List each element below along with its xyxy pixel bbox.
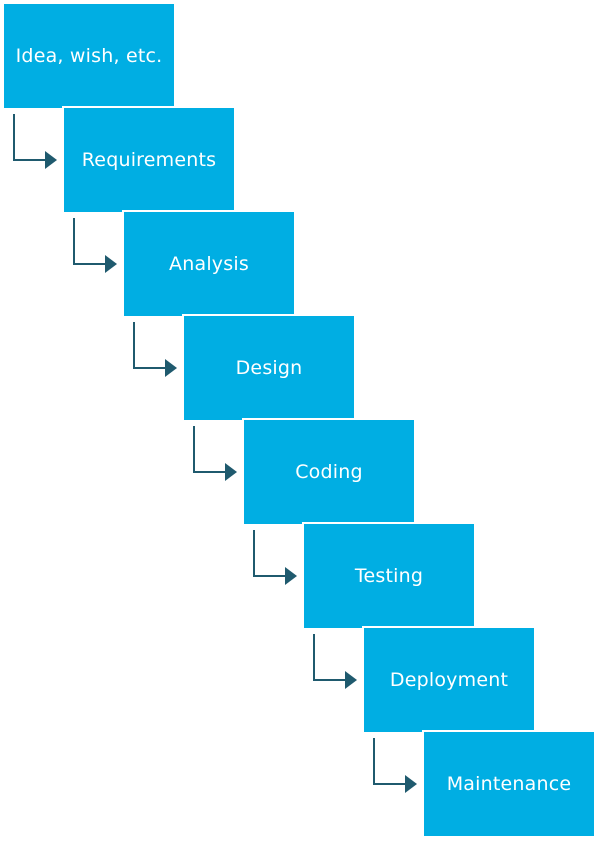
arrowhead-icon: [225, 463, 237, 481]
step-label: Coding: [295, 461, 363, 483]
step-design: Design: [182, 314, 356, 422]
arrowhead-icon: [345, 671, 357, 689]
step-label: Deployment: [389, 669, 509, 691]
connector-line: [133, 322, 166, 369]
step-testing: Testing: [302, 522, 476, 630]
step-coding: Coding: [242, 418, 416, 526]
arrowhead-icon: [165, 359, 177, 377]
arrowhead-icon: [285, 567, 297, 585]
step-label: Requirements: [81, 149, 217, 171]
arrowhead-icon: [45, 151, 57, 169]
step-label: Testing: [354, 565, 424, 587]
step-analysis: Analysis: [122, 210, 296, 318]
connector-line: [193, 426, 226, 473]
step-label: Idea, wish, etc.: [15, 45, 163, 67]
step-label: Maintenance: [446, 773, 572, 795]
step-requirements: Requirements: [62, 106, 236, 214]
step-idea: Idea, wish, etc.: [2, 2, 176, 110]
connector-line: [73, 218, 106, 265]
connector-line: [253, 530, 286, 577]
step-label: Design: [235, 357, 303, 379]
connector-line: [373, 738, 406, 785]
arrowhead-icon: [105, 255, 117, 273]
step-maintenance: Maintenance: [422, 730, 596, 838]
step-label: Analysis: [169, 253, 249, 275]
step-deployment: Deployment: [362, 626, 536, 734]
connector-line: [13, 114, 46, 161]
arrowhead-icon: [405, 775, 417, 793]
connector-line: [313, 634, 346, 681]
